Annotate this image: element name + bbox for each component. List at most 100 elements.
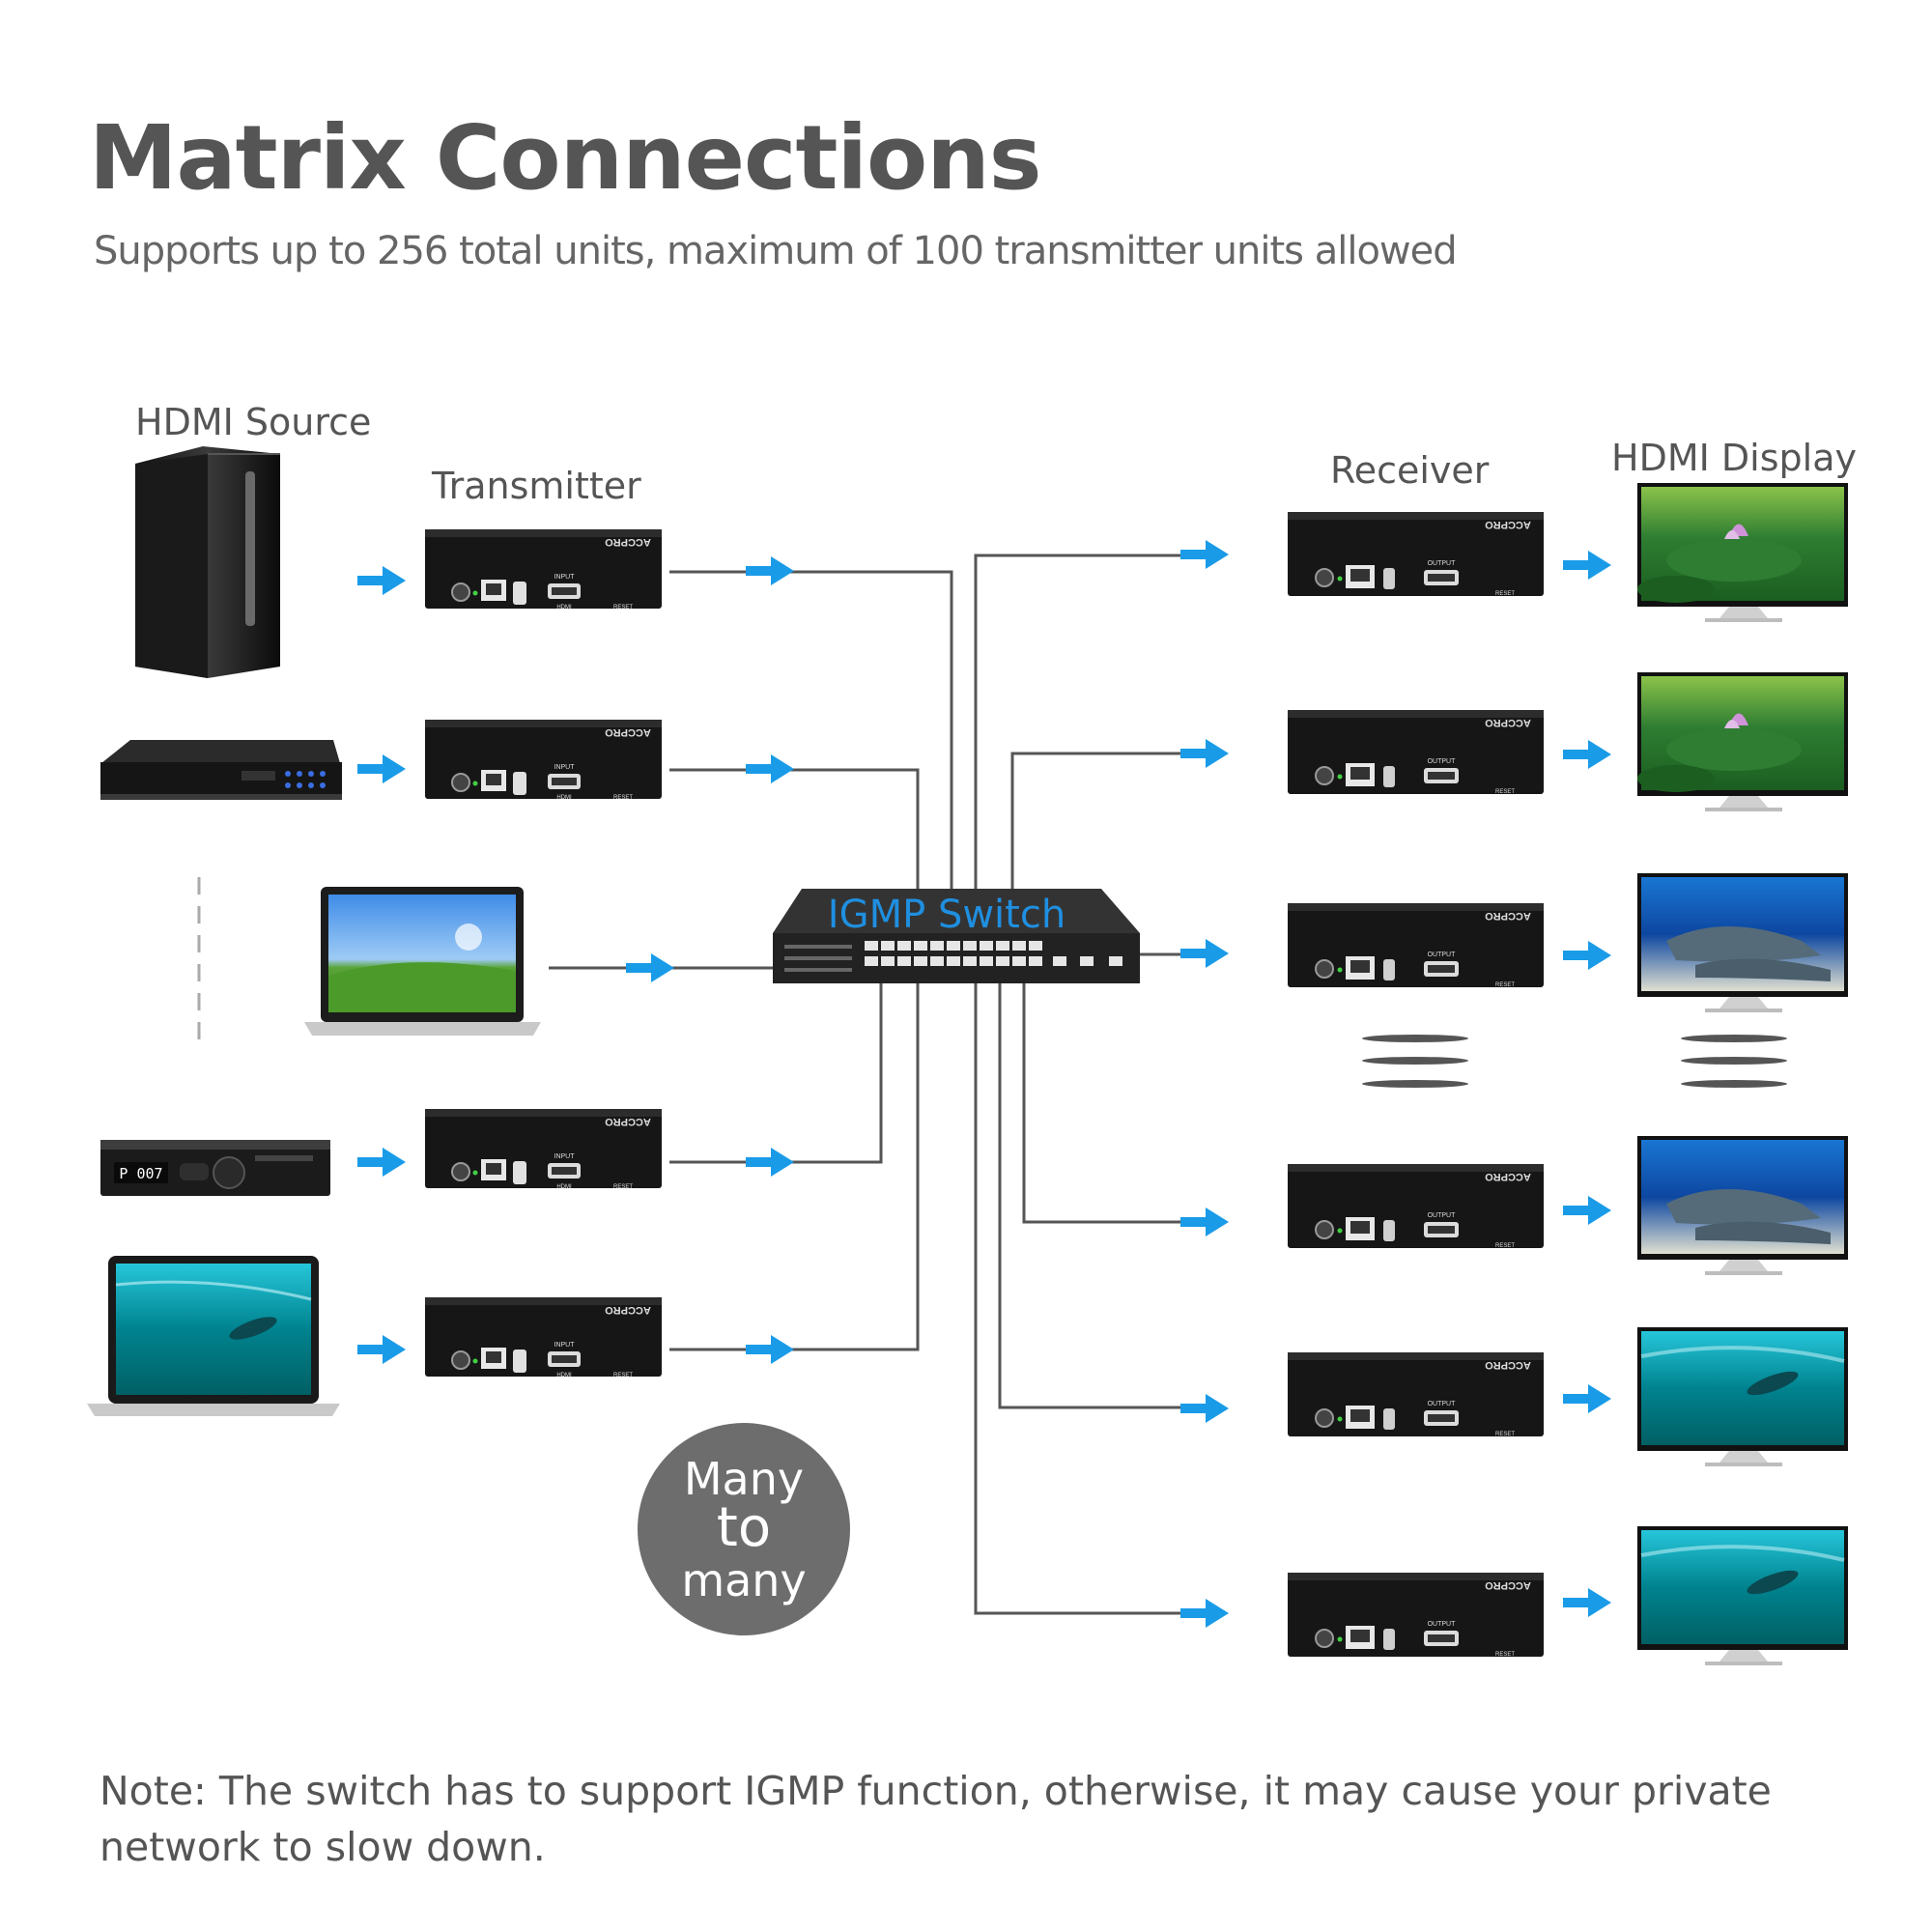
arrow-rx-display-6 (1563, 1588, 1611, 1617)
svg-text:ACCPRO: ACCPRO (605, 1304, 651, 1316)
rx-line-1 (974, 554, 1183, 954)
arrow-src-tx-5 (357, 1335, 406, 1364)
receiver-5: ACCPRO OUTPUT RESET (1288, 1352, 1544, 1437)
svg-text:ACCPRO: ACCPRO (1485, 519, 1531, 530)
badge-line-1: Many (684, 1453, 804, 1505)
label-hdmi-display: HDMI Display (1611, 437, 1857, 479)
receiver-6: ACCPRO OUTPUT RESET (1288, 1573, 1544, 1658)
svg-text:HDMI: HDMI (556, 605, 572, 611)
arrow-rx-display-5 (1563, 1384, 1611, 1413)
svg-text:OUTPUT: OUTPUT (1428, 1212, 1457, 1219)
arrow-rx-display-4 (1563, 1196, 1611, 1225)
svg-text:ACCPRO: ACCPRO (605, 1116, 651, 1127)
svg-text:ACCPRO: ACCPRO (1485, 717, 1531, 728)
label-hdmi-source: HDMI Source (135, 401, 372, 443)
transmitter-4: ACCPRO INPUT HDMI RESET (425, 1109, 662, 1190)
tx-line-4 (669, 980, 883, 1164)
arrow-rx-display-1 (1563, 551, 1611, 580)
svg-text:INPUT: INPUT (554, 764, 576, 771)
many-to-many-badge: Many to many (638, 1423, 850, 1635)
rx-line-6 (974, 980, 1183, 1615)
svg-text:OUTPUT: OUTPUT (1428, 1401, 1457, 1407)
display-2 (1637, 672, 1848, 811)
svg-text:RESET: RESET (1495, 1432, 1515, 1437)
set-top-box-icon: P 007 (100, 1140, 330, 1196)
more-units-separator (1362, 1035, 1787, 1088)
svg-text:ACCPRO: ACCPRO (1485, 1171, 1531, 1182)
receiver-3: ACCPRO OUTPUT RESET (1288, 903, 1544, 988)
svg-text:RESET: RESET (613, 1184, 633, 1190)
display-1 (1637, 483, 1848, 622)
arrow-switch-rx-4 (1180, 1208, 1229, 1236)
arrow-src-tx-4 (357, 1148, 406, 1177)
transmitter-units: ACCPRO INPUT HDMI RESET ACCPRO INPUT HDM… (425, 529, 662, 1378)
dvd-player-icon (100, 740, 342, 800)
badge-line-2: to (717, 1496, 771, 1559)
svg-text:OUTPUT: OUTPUT (1428, 1621, 1457, 1628)
svg-text:RESET: RESET (1495, 591, 1515, 597)
transmitter-2: ACCPRO INPUT HDMI RESET (425, 720, 662, 801)
desktop-pc-icon (135, 446, 280, 678)
svg-text:RESET: RESET (1495, 1243, 1515, 1249)
label-transmitter: Transmitter (432, 465, 641, 507)
arrow-rx-display-3 (1563, 941, 1611, 970)
svg-text:RESET: RESET (613, 795, 633, 801)
svg-text:ACCPRO: ACCPRO (1485, 1579, 1531, 1591)
stb-display-text: P 007 (119, 1165, 162, 1182)
svg-text:OUTPUT: OUTPUT (1428, 758, 1457, 765)
svg-text:HDMI: HDMI (556, 795, 572, 801)
svg-text:ACCPRO: ACCPRO (1485, 1359, 1531, 1371)
page-subtitle: Supports up to 256 total units, maximum … (94, 229, 1458, 273)
svg-text:OUTPUT: OUTPUT (1428, 560, 1457, 567)
arrow-tx-switch-3 (626, 953, 674, 982)
svg-text:RESET: RESET (613, 605, 633, 611)
arrow-switch-rx-3 (1180, 939, 1229, 968)
display-3 (1637, 873, 1848, 1012)
svg-text:ACCPRO: ACCPRO (605, 536, 651, 548)
rx-line-5 (998, 980, 1183, 1409)
igmp-switch (773, 889, 1140, 983)
arrow-switch-rx-2 (1180, 739, 1229, 768)
svg-text:RESET: RESET (1495, 1652, 1515, 1658)
display-4 (1637, 1136, 1848, 1275)
arrow-switch-rx-5 (1180, 1394, 1229, 1423)
svg-text:HDMI: HDMI (556, 1184, 572, 1190)
svg-text:ACCPRO: ACCPRO (1485, 910, 1531, 922)
display-5 (1637, 1327, 1848, 1466)
page-title: Matrix Connections (89, 106, 1042, 210)
svg-text:INPUT: INPUT (554, 1153, 576, 1160)
laptop-icon (87, 1256, 340, 1416)
label-receiver: Receiver (1330, 449, 1490, 492)
svg-text:INPUT: INPUT (554, 1342, 576, 1349)
svg-text:RESET: RESET (1495, 789, 1515, 795)
arrow-switch-rx-6 (1180, 1599, 1229, 1628)
arrow-src-tx-2 (357, 754, 406, 783)
receiver-2: ACCPRO OUTPUT RESET (1288, 710, 1544, 795)
svg-text:INPUT: INPUT (554, 574, 576, 581)
transmitter-5: ACCPRO INPUT HDMI RESET (425, 1297, 662, 1378)
hdmi-displays (1637, 483, 1848, 1665)
arrow-tx-switch-4 (746, 1148, 794, 1177)
badge-line-3: many (681, 1554, 806, 1606)
svg-text:ACCPRO: ACCPRO (605, 726, 651, 738)
arrow-tx-switch-5 (746, 1335, 794, 1364)
receiver-units: ACCPRO OUTPUT RESET ACCPRO OUTPUT RESET … (1288, 512, 1544, 1658)
receiver-4: ACCPRO OUTPUT RESET (1288, 1164, 1544, 1249)
svg-text:OUTPUT: OUTPUT (1428, 952, 1457, 958)
svg-text:RESET: RESET (1495, 982, 1515, 988)
rx-line-4 (1022, 980, 1183, 1224)
rx-line-2 (1010, 752, 1183, 954)
svg-text:HDMI: HDMI (556, 1373, 572, 1378)
rx-connection-lines (974, 554, 1183, 1615)
laptop-icon (304, 887, 541, 1036)
svg-text:RESET: RESET (613, 1373, 633, 1378)
display-6 (1637, 1526, 1848, 1665)
footnote: Note: The switch has to support IGMP fun… (99, 1768, 1772, 1870)
arrow-src-tx-1 (357, 566, 406, 595)
arrow-tx-switch-2 (746, 754, 794, 783)
receiver-1: ACCPRO OUTPUT RESET (1288, 512, 1544, 597)
arrow-switch-rx-1 (1180, 540, 1229, 569)
transmitter-1: ACCPRO INPUT HDMI RESET (425, 529, 662, 611)
arrow-rx-display-2 (1563, 740, 1611, 769)
